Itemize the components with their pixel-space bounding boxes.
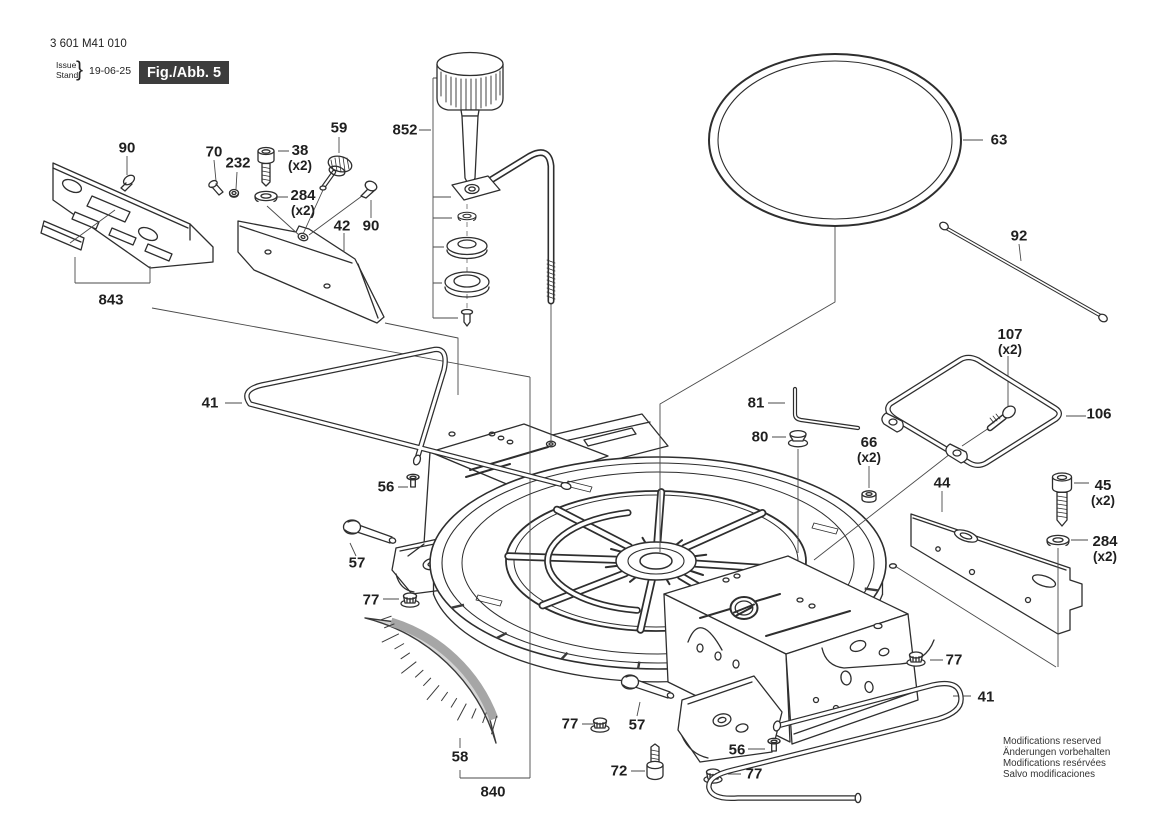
issue-word: Issue: [56, 60, 77, 70]
leader-lines: [74, 77, 1089, 779]
callout-284-left: 284(x2): [290, 187, 316, 218]
issue-date: 19-06-25: [89, 65, 132, 77]
nut-232-drawing: [228, 188, 240, 198]
notice-line-de: Änderungen vorbehalten: [1003, 747, 1111, 758]
callout-843: 843: [98, 291, 124, 309]
grommet-80-drawing: [787, 429, 809, 448]
fence-42-drawing: [237, 220, 385, 324]
callout-232: 232: [225, 154, 251, 172]
rod-92-drawing: [939, 221, 1108, 323]
washer-284-right-drawing: [1046, 534, 1070, 547]
screw-90-right-drawing: [360, 180, 378, 199]
screw-56-left-drawing: [406, 473, 420, 488]
callout-56-left: 56: [377, 478, 395, 496]
callout-80: 80: [751, 428, 769, 446]
knob-59-drawing: [319, 155, 353, 191]
screw-38-drawing: [257, 146, 275, 187]
callout-107: 107(x2): [997, 326, 1023, 357]
callout-58: 58: [451, 748, 469, 766]
callout-92: 92: [1010, 227, 1028, 245]
screw-70-drawing: [208, 179, 224, 196]
base-right-arm-drawing: [663, 555, 935, 763]
fence-843-drawing: [40, 162, 214, 269]
notice-line-fr: Modifications resérvées: [1003, 758, 1106, 769]
hexkey-81-drawing: [792, 386, 861, 431]
callout-77-right: 77: [945, 651, 963, 669]
screw-72-drawing: [646, 743, 664, 781]
callout-81: 81: [747, 394, 765, 412]
issue-brace: }: [76, 58, 84, 81]
stand-word: Stand: [56, 70, 79, 80]
washer-284-left-drawing: [254, 190, 278, 203]
callout-45: 45(x2): [1090, 477, 1116, 508]
callout-57-left: 57: [348, 554, 366, 572]
screw-107-drawing: [986, 405, 1016, 432]
callout-77-foot: 77: [745, 765, 763, 783]
tube-41-right-drawing: [706, 680, 964, 804]
callout-70: 70: [205, 143, 223, 161]
callout-44: 44: [933, 474, 951, 492]
scale-58-drawing: [364, 615, 499, 744]
callout-77-center: 77: [561, 715, 579, 733]
capnut-77-left-drawing: [400, 592, 420, 608]
callout-284-right: 284(x2): [1092, 533, 1118, 564]
figure-badge: Fig./Abb. 5: [139, 61, 229, 84]
callout-90-right: 90: [362, 217, 380, 235]
screw-45-drawing: [1051, 472, 1073, 527]
callout-41-left: 41: [201, 394, 219, 412]
callout-42: 42: [333, 217, 351, 235]
notice-line-en: Modifications reserved: [1003, 736, 1102, 747]
callout-77-left: 77: [362, 591, 380, 609]
callout-41-right: 41: [977, 688, 995, 706]
tube-41-left-drawing: [244, 346, 572, 491]
bolt-57-right-drawing: [620, 674, 675, 700]
modifications-notice: Modifications reserved Änderungen vorbeh…: [1003, 736, 1110, 780]
callout-106: 106: [1086, 405, 1112, 423]
capnut-77-center-drawing: [590, 717, 610, 733]
part-number: 3 601 M41 010: [50, 38, 127, 50]
callout-66: 66(x2): [856, 434, 882, 465]
ring-63-drawing: [708, 53, 962, 227]
callout-38: 38(x2): [287, 142, 313, 173]
callout-56-right: 56: [728, 741, 746, 759]
knob-852-assembly-drawing: [436, 51, 556, 327]
callout-59: 59: [330, 119, 348, 137]
issue-stand-label: Issue Stand: [56, 60, 78, 80]
callout-90-left: 90: [118, 139, 136, 157]
callout-840: 840: [480, 783, 506, 801]
callout-63: 63: [990, 131, 1008, 149]
callout-72: 72: [610, 762, 628, 780]
screw-90-left-drawing: [120, 174, 136, 192]
callout-57-right: 57: [628, 716, 646, 734]
bracket-44-drawing: [910, 513, 1083, 635]
callout-852: 852: [392, 121, 418, 139]
loop-106-drawing: [881, 354, 1062, 468]
nut-66-drawing: [861, 490, 877, 503]
notice-line-es: Salvo modificaciones: [1003, 769, 1096, 780]
bolt-57-left-drawing: [342, 519, 397, 545]
